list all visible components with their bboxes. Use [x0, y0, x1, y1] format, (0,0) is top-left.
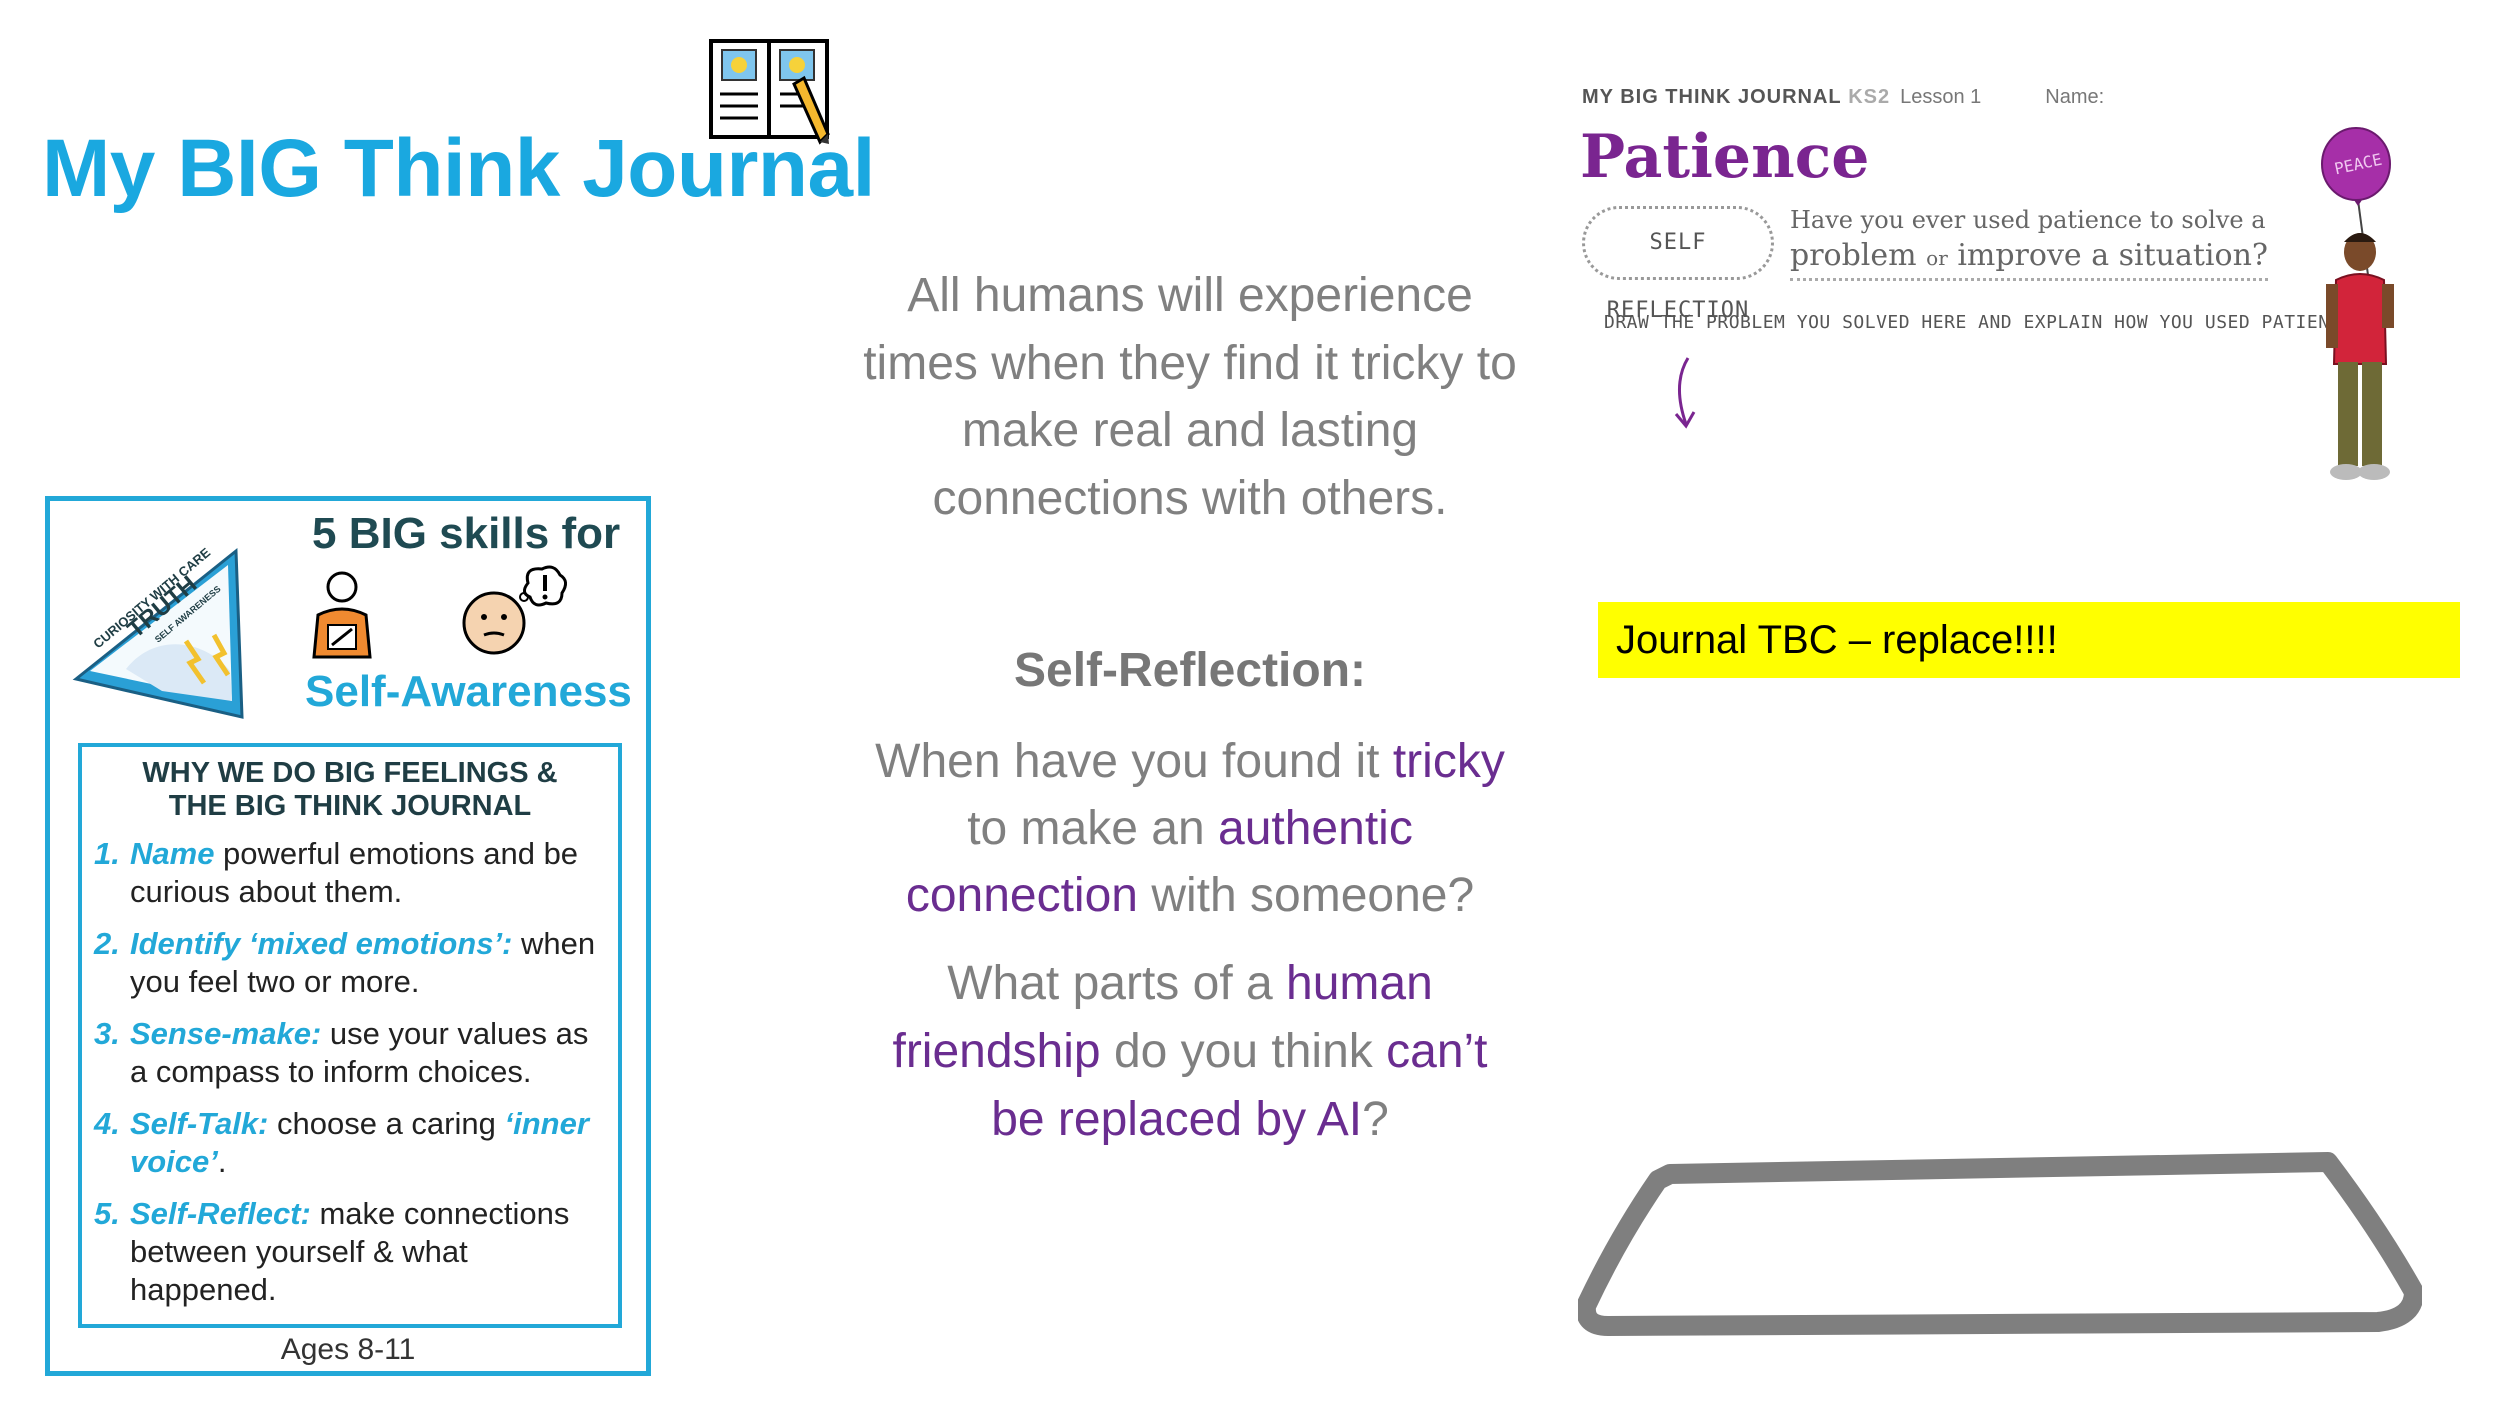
why-title-line-2: THE BIG THINK JOURNAL — [168, 790, 532, 822]
journal-question: Have you ever used patience to solve a p… — [1790, 202, 2268, 281]
journal-instruction: DRAW THE PROBLEM YOU SOLVED HERE AND EXP… — [1604, 312, 2353, 333]
skill-text: powerful emotions and be curious about t… — [130, 836, 579, 909]
self-reflection-badge: SELF REFLECTION — [1582, 206, 1774, 323]
skill-term: Identify ‘mixed emotions’: — [130, 926, 513, 961]
journal-name-label: Name: — [2045, 86, 2105, 108]
skill-text: use your values as a compass to inform c… — [130, 1016, 589, 1089]
q2-part-3: ? — [1362, 1093, 1389, 1146]
q2-part-1: What parts of a — [947, 957, 1287, 1010]
skill-term-2: ‘inner voice’ — [130, 1106, 589, 1179]
q2-highlight-2: can’t be replaced by AI — [991, 1025, 1488, 1146]
reflection-question-2: What parts of a human friendship do you … — [860, 950, 1520, 1154]
card-subheading: Self-Awareness — [305, 667, 632, 716]
curved-arrow-icon — [1674, 357, 1696, 429]
person-writing-icon — [312, 571, 372, 659]
skill-item-self-reflect: 5. Self-Reflect: make connections betwee… — [94, 1195, 604, 1309]
journal-question-line-2: problem or improve a situation? — [1790, 238, 2268, 281]
q1-part-1: When have you found it — [875, 735, 1393, 788]
reflection-question-1: When have you found it tricky to make an… — [860, 728, 1520, 929]
skill-number: 1. — [94, 836, 120, 871]
q1-highlight-1: tricky — [1392, 735, 1505, 788]
journal-question-improve: improve a situation? — [1957, 238, 2268, 273]
skill-item-sense-make: 3. Sense-make: use your values as a comp… — [94, 1015, 604, 1091]
skill-text-2: . — [217, 1144, 227, 1179]
self-reflection-label: Self-Reflection: — [1013, 644, 1367, 697]
skill-number: 2. — [94, 926, 120, 961]
why-title-line-1: WHY WE DO BIG FEELINGS & — [142, 757, 558, 789]
card-heading: 5 BIG skills for — [312, 509, 621, 558]
journal-lesson: Lesson 1 — [1900, 86, 1982, 108]
boy-with-balloon-illustration: PEACE — [2321, 127, 2394, 480]
ages-label: Ages 8-11 — [280, 1333, 416, 1366]
skill-term: Name — [130, 836, 215, 871]
q2-highlight-1: human friendship — [892, 957, 1433, 1078]
skill-text: when you feel two or more. — [130, 926, 596, 999]
why-title: WHY WE DO BIG FEELINGS & THE BIG THINK J… — [82, 757, 618, 823]
skill-number: 4. — [94, 1106, 120, 1141]
intro-text: All humans will experience times when th… — [863, 269, 1517, 525]
skill-item-self-talk: 4. Self-Talk: choose a caring ‘inner voi… — [94, 1105, 604, 1181]
skills-card: CURIOSITY WITH CARE TRUTH SELF AWARENESS… — [45, 496, 651, 1376]
why-box: WHY WE DO BIG FEELINGS & THE BIG THINK J… — [78, 743, 622, 1328]
skill-text: choose a caring — [268, 1106, 505, 1141]
journal-brand: MY BIG THINK JOURNAL — [1582, 86, 1842, 108]
journal-question-line-1: Have you ever used patience to solve a — [1790, 206, 2266, 234]
journal-tbc-note: Journal TBC – replace!!!! — [1598, 602, 2460, 678]
skill-item-name: 1. Name powerful emotions and be curious… — [94, 835, 604, 911]
skill-text: make connections between yourself & what… — [130, 1196, 570, 1307]
drawn-frame-graphic — [1578, 1152, 2422, 1336]
q1-highlight-2: authentic connection — [905, 802, 1413, 922]
skill-term: Sense-make: — [130, 1016, 322, 1051]
skill-number: 5. — [94, 1196, 120, 1231]
truth-wedge-graphic: CURIOSITY WITH CARE TRUTH SELF AWARENESS — [72, 545, 244, 719]
skill-item-identify: 2. Identify ‘mixed emotions’: when you f… — [94, 925, 604, 1001]
journal-question-or: or — [1926, 246, 1948, 270]
journal-page-header: MY BIG THINK JOURNAL KS2 Lesson 1 Name: — [1582, 86, 2104, 109]
skill-term: Self-Reflect: — [130, 1196, 311, 1231]
q2-part-2: do you think — [1100, 1025, 1387, 1078]
q1-part-2: to make an — [967, 802, 1218, 855]
journal-book-icon — [709, 39, 830, 145]
thinking-face-icon — [462, 565, 567, 655]
skill-term: Self-Talk: — [130, 1106, 269, 1141]
journal-page-title: Patience — [1580, 122, 1870, 192]
journal-question-problem: problem — [1790, 238, 1917, 273]
journal-key-stage: KS2 — [1848, 86, 1891, 108]
q1-part-3: with someone? — [1137, 869, 1475, 922]
skill-number: 3. — [94, 1016, 120, 1051]
